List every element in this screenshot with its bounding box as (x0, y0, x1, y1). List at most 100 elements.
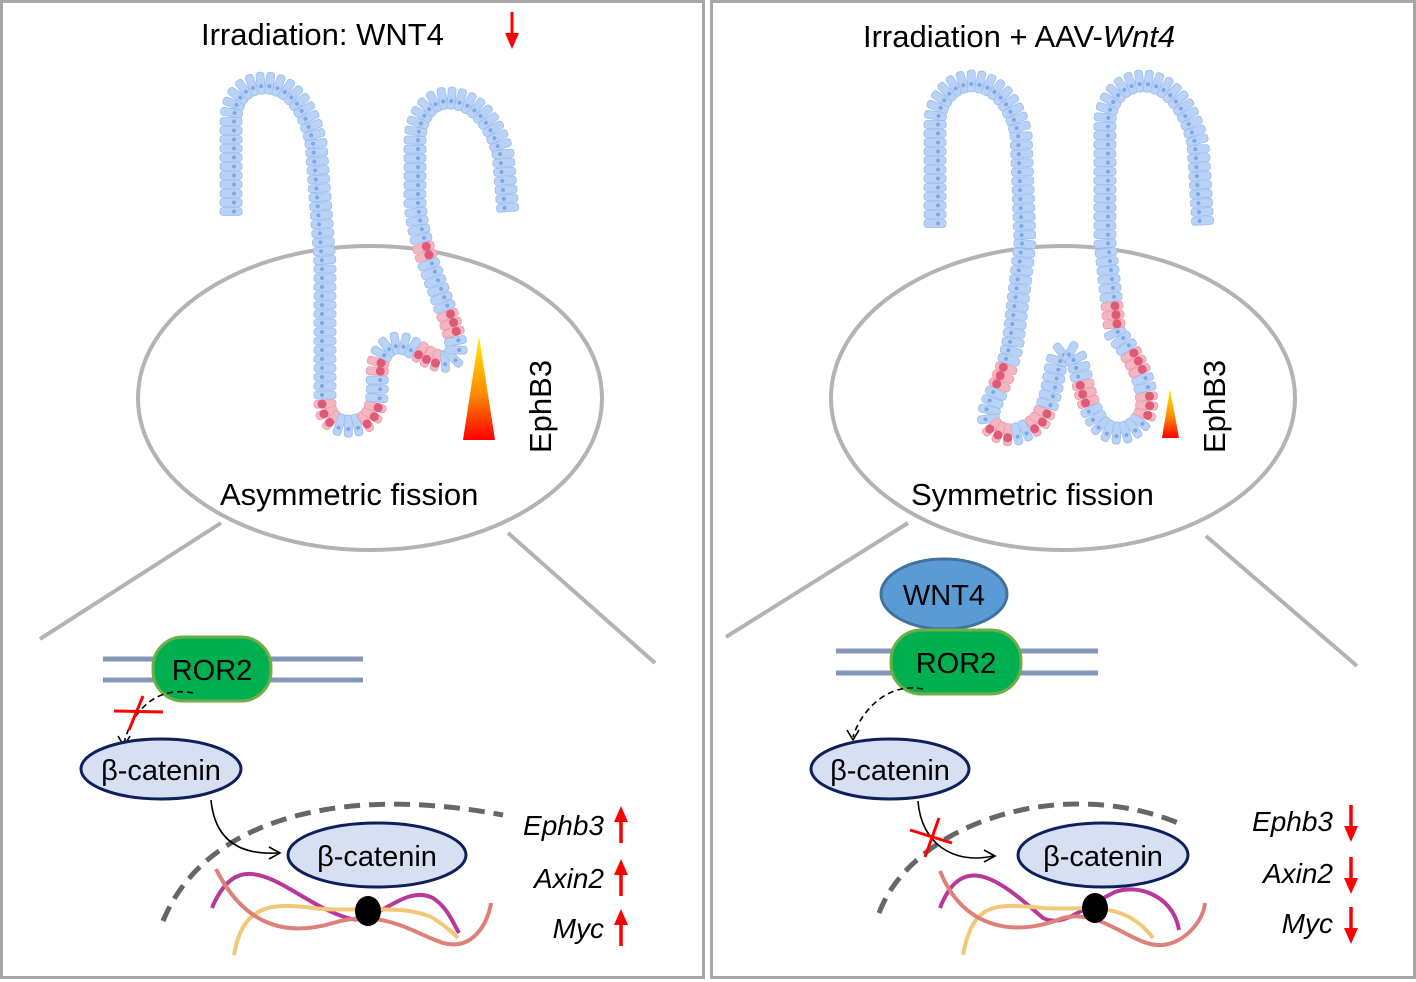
epithelial-cell (1189, 189, 1213, 199)
epithelial-cell (409, 232, 433, 245)
nuclear-envelope (160, 801, 504, 922)
epithelial-cell (1010, 158, 1034, 168)
beta-catenin-cytoplasm: β-catenin (79, 737, 243, 801)
right-diagram: Irradiation + AAV-Wnt4 EphB3 Symmetric f… (724, 19, 1359, 956)
epithelial-cell (1009, 274, 1033, 286)
epithelial-cell (307, 183, 331, 194)
epithelial-cell (477, 112, 499, 130)
epithelial-cell (313, 354, 337, 364)
epithelial-cell (1069, 369, 1093, 383)
epithelial-cell (494, 184, 518, 195)
epithelial-cell (1098, 283, 1122, 294)
paneth-cell (1029, 411, 1051, 430)
epithelial-cell (1084, 409, 1107, 427)
epithelial-cell (313, 291, 337, 301)
intestinal-epithelium (219, 71, 520, 438)
epithelial-cell (1012, 203, 1036, 213)
epithelial-cell (219, 153, 243, 162)
epithelial-cell (997, 93, 1020, 112)
paneth-cell (1135, 391, 1158, 402)
receptor-label: ROR2 (916, 648, 997, 680)
epithelial-cell (313, 372, 337, 382)
epithelial-cell (1002, 102, 1025, 119)
epithelial-cell (1149, 72, 1165, 95)
epithelial-cell (1188, 171, 1212, 181)
epithelial-cell (430, 291, 453, 306)
epithelial-cell (937, 81, 957, 102)
epithelial-cell (365, 375, 389, 385)
epithelial-cell (1093, 230, 1117, 239)
epithelial-cell (1093, 212, 1117, 221)
gene-label: Myc (1282, 908, 1333, 939)
paneth-cell (414, 249, 438, 263)
epithelial-cell (1190, 198, 1213, 208)
epithelial-cell (1093, 131, 1117, 140)
epithelial-cell (460, 92, 477, 115)
epithelial-cell (1013, 230, 1037, 240)
beta-catenin-nucleus: β-catenin (286, 821, 468, 889)
epithelial-cell (1172, 98, 1195, 116)
epithelial-cell (407, 223, 431, 236)
down-arrow-icon (505, 12, 519, 49)
epithelial-cell (496, 202, 520, 213)
epithelial-cell (427, 282, 450, 297)
wnt4-ligand: WNT4 (879, 557, 1009, 631)
epithelial-cell (1012, 247, 1036, 259)
epithelial-cell (397, 332, 411, 356)
epithelial-cell (370, 345, 393, 362)
epithelial-cell (255, 71, 266, 95)
epithelial-cell (1123, 71, 1138, 95)
epithelial-cell (444, 345, 468, 355)
paneth-cell (356, 410, 375, 433)
paneth-cell (322, 410, 342, 431)
epithelial-cell (472, 104, 493, 124)
epithelial-cell (1186, 144, 1210, 154)
epithelial-cell (1093, 167, 1117, 176)
paneth-cell (1101, 309, 1125, 321)
epithelial-cell (313, 309, 337, 319)
epithelial-cell (313, 363, 337, 373)
gene-label: Ephb3 (1252, 806, 1333, 837)
ligand-label: WNT4 (903, 580, 985, 612)
epithelial-cell (467, 97, 486, 119)
epithelial-cell (955, 70, 969, 94)
epithelial-cell (1004, 310, 1028, 321)
down-arrow-icon (1344, 907, 1358, 944)
panel-irradiation-aav-wnt4: Irradiation + AAV-Wnt4 EphB3 Symmetric f… (710, 0, 1416, 979)
epithelial-cell (1005, 111, 1028, 126)
epithelial-cell (1006, 292, 1030, 303)
epithelial-cell (1010, 422, 1024, 446)
epithelial-cell (495, 193, 519, 204)
paneth-cell (1135, 400, 1159, 411)
epithelial-cell (311, 228, 335, 239)
epithelial-cell (1105, 83, 1126, 103)
protein-label: β-catenin (101, 755, 221, 787)
epithelial-cell (923, 156, 947, 165)
epithelial-cell (1095, 256, 1119, 267)
epithelial-cell (332, 413, 347, 437)
ephb3-gradient-icon (463, 336, 495, 440)
epithelial-cell (308, 192, 332, 203)
epithelial-cell (306, 165, 330, 176)
epithelial-cell (378, 336, 397, 358)
epithelial-cell (924, 109, 948, 122)
epithelial-cell (403, 198, 427, 208)
chromatin (210, 868, 493, 956)
zoom-connector-right (1204, 534, 1359, 668)
epithelial-cell (1095, 102, 1119, 116)
gene-label: Axin2 (532, 863, 604, 894)
epithelial-cell (1012, 212, 1036, 222)
translocation-arrow (917, 800, 994, 859)
epithelial-cell (486, 129, 509, 145)
epithelial-cell (997, 353, 1021, 367)
gene-label: Myc (553, 913, 604, 944)
epithelial-cell (293, 101, 316, 118)
epithelial-cell (219, 135, 243, 144)
epithelial-cell (417, 97, 437, 117)
epithelial-cell (1134, 69, 1145, 93)
epithelial-cell (1099, 92, 1122, 109)
epithelial-cell (945, 75, 963, 97)
epithelial-cell (312, 246, 336, 257)
epithelial-cell (313, 318, 337, 328)
